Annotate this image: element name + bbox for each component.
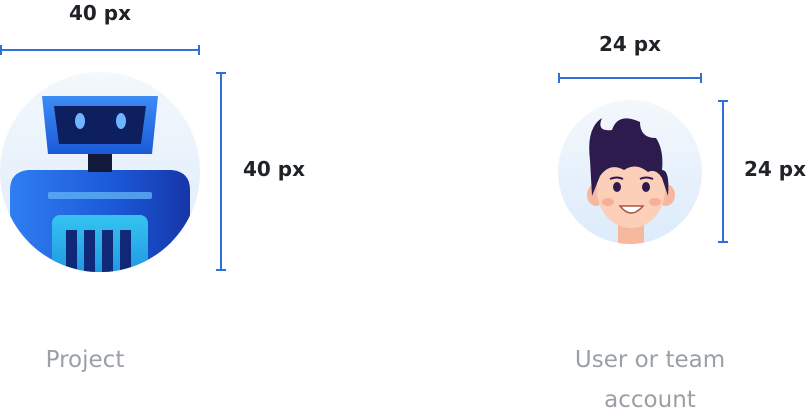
project-width-dimension (0, 45, 200, 55)
user-height-label: 24 px (744, 157, 807, 181)
project-height-dimension (216, 72, 226, 271)
user-caption-line1: User or team (574, 347, 726, 373)
project-caption: Project (45, 347, 125, 373)
project-width-label: 40 px (68, 1, 131, 25)
user-caption-line2: account (604, 387, 696, 413)
project-avatar (0, 72, 200, 272)
robot-icon (10, 96, 190, 272)
user-width-label: 24 px (598, 32, 661, 56)
user-caption: User or team account (540, 340, 760, 420)
project-height-label: 40 px (243, 157, 306, 181)
person-face-icon (587, 118, 675, 244)
user-height-dimension (718, 100, 728, 243)
user-width-dimension (558, 73, 702, 83)
user-avatar (558, 100, 702, 244)
